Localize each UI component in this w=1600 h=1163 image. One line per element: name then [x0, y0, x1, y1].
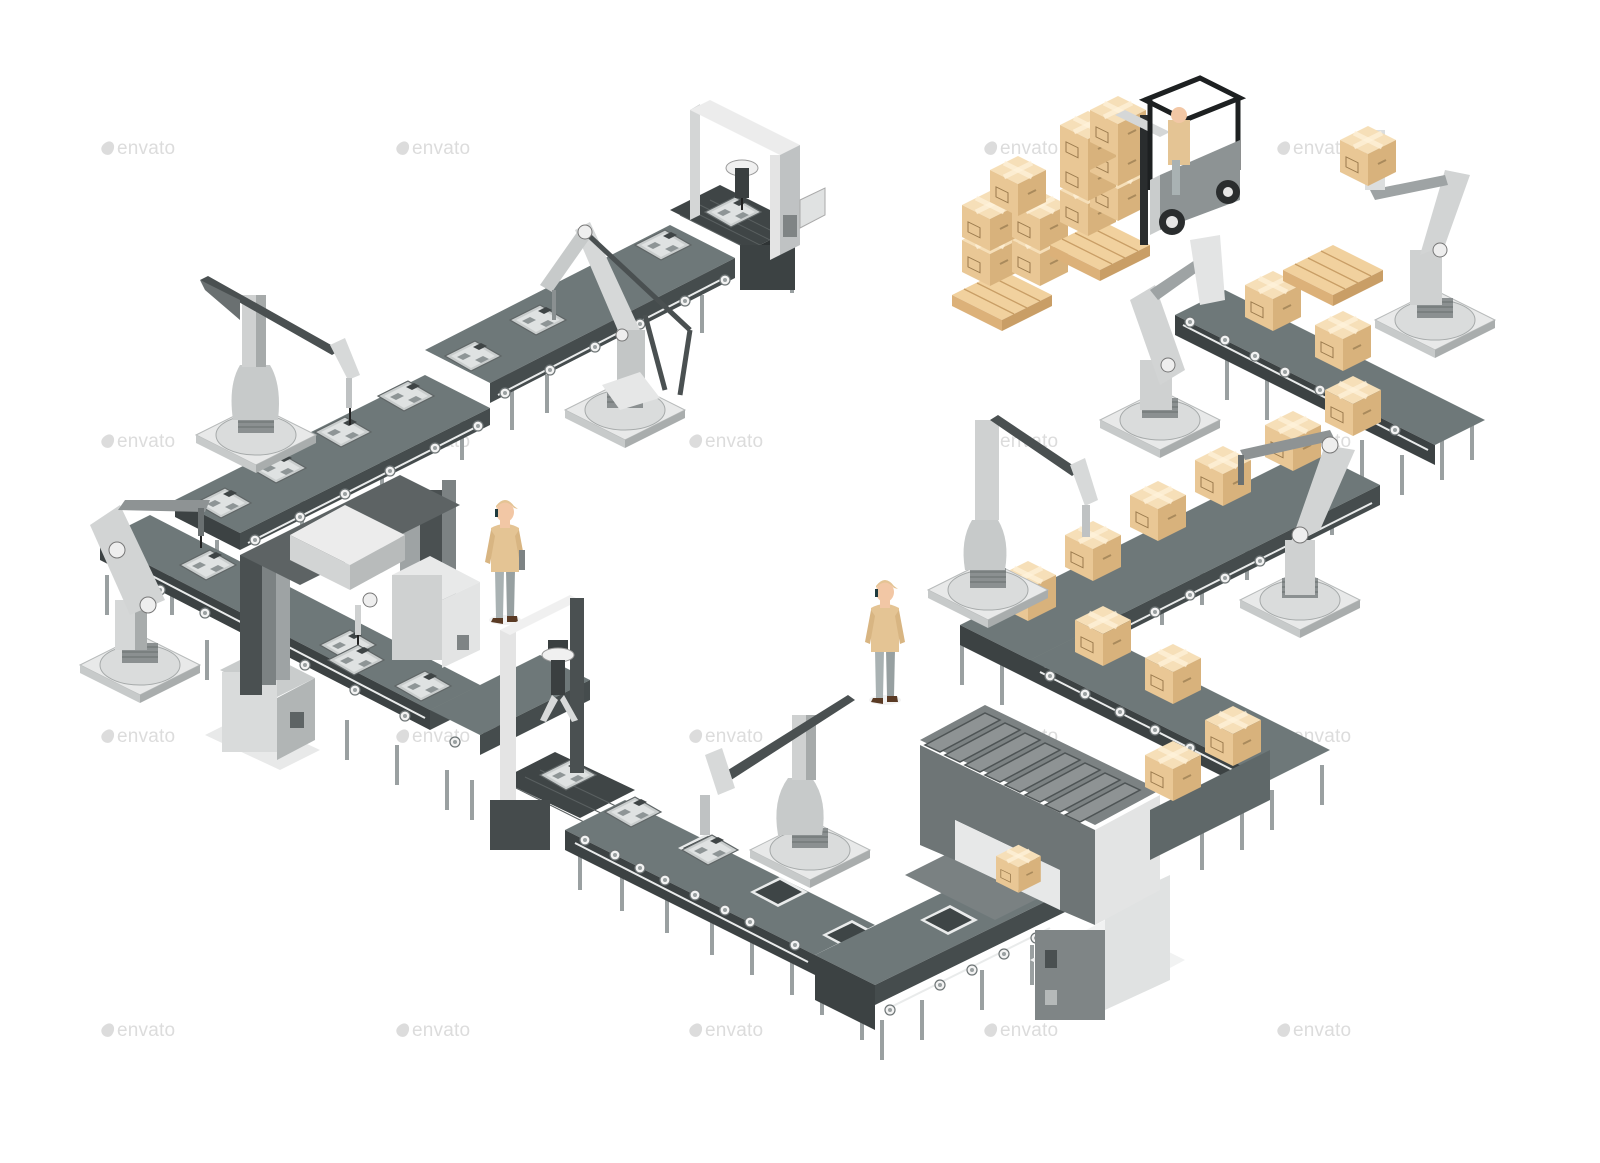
watermark-text: envato	[117, 431, 176, 452]
watermark-text: envato	[412, 1020, 471, 1041]
watermark-text: envato	[1293, 1020, 1352, 1041]
watermark-text: envato	[117, 1020, 176, 1041]
envato-watermark: envato	[394, 1020, 471, 1042]
envato-watermark: envato	[982, 138, 1059, 160]
gripper-gantry-station	[490, 595, 635, 850]
robot-arm-loader-upper-right	[1099, 235, 1225, 459]
cnc-press-station-top	[670, 100, 826, 290]
envato-watermark: envato	[687, 431, 764, 453]
robot-arm-parallel-center	[540, 222, 693, 449]
envato-watermark: envato	[99, 138, 176, 160]
forklift	[1115, 75, 1247, 245]
watermark-text: envato	[117, 138, 176, 159]
robot-arm-picker-bottom	[700, 695, 871, 889]
watermark-text: envato	[1293, 138, 1352, 159]
watermark-text: envato	[1000, 138, 1059, 159]
envato-watermark: envato	[982, 1020, 1059, 1042]
watermark-text: envato	[117, 726, 176, 747]
watermark-text: envato	[705, 726, 764, 747]
press-gantry-station	[205, 475, 480, 770]
robot-arm-welder-upper-left	[195, 276, 360, 474]
pallet-stack-left	[951, 156, 1068, 332]
watermark-text: envato	[1000, 1020, 1059, 1041]
envato-watermark: envato	[687, 1020, 764, 1042]
envato-watermark: envato	[687, 726, 764, 748]
worker-operator	[485, 500, 525, 625]
robot-arm-palletizer-top-right	[1340, 126, 1496, 359]
robot-arm-boxer-center-right	[927, 415, 1098, 629]
watermark-text: envato	[705, 431, 764, 452]
robot-arm-lifter-right	[1238, 430, 1361, 639]
conveyor-upper-left	[170, 225, 794, 615]
envato-watermark: envato	[1275, 138, 1352, 160]
worker-supervisor	[865, 580, 905, 705]
envato-watermark: envato	[99, 1020, 176, 1042]
robot-arm-screwdriver-left	[79, 500, 210, 704]
envato-watermark: envato	[394, 138, 471, 160]
envato-watermark: envato	[1275, 1020, 1352, 1042]
packing-tunnel-station	[905, 705, 1185, 1020]
envato-watermark: envato	[99, 726, 176, 748]
watermark-text: envato	[705, 1020, 764, 1041]
envato-watermark: envato	[99, 431, 176, 453]
watermark-text: envato	[412, 138, 471, 159]
